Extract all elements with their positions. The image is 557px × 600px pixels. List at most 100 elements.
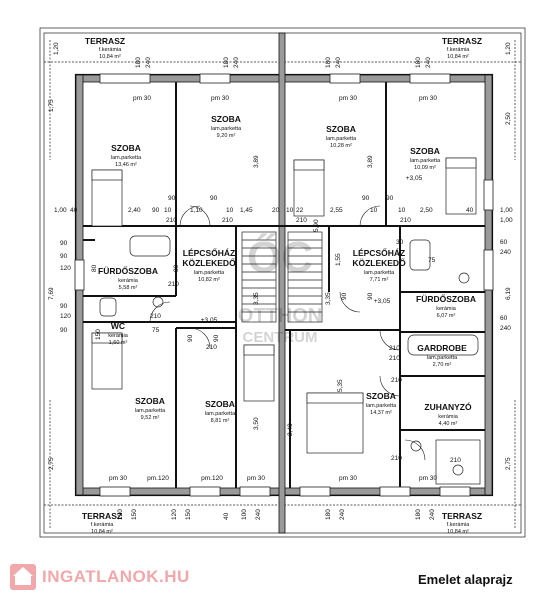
doors <box>149 205 426 461</box>
dim-label: 180 <box>135 57 142 68</box>
level-marker: +3,05 <box>201 317 218 324</box>
room-name-2: KÖZLEKEDŐ <box>352 257 406 268</box>
level-marker: +3,05 <box>374 298 391 305</box>
room-floor: lam.parketta <box>326 136 357 142</box>
terrace-floor: f.kerámia <box>447 47 471 53</box>
dim-label: 2,40 <box>287 423 294 436</box>
room-floor: kerámia <box>118 278 139 284</box>
dim-label: pm 30 <box>247 475 265 482</box>
dim-label: 40 <box>223 512 230 520</box>
dim-label: 1,75 <box>48 99 55 112</box>
dim-label: 210 <box>168 281 179 288</box>
dim-label: 1,10 <box>190 207 203 214</box>
dim-label: 40 <box>70 207 78 214</box>
dim-label: 90 <box>60 253 68 260</box>
room-area: 1,60 m² <box>109 340 128 346</box>
dim-label: 10 <box>370 207 378 214</box>
dim-label: 30 <box>396 239 404 246</box>
dim-label: 210 <box>450 457 461 464</box>
dim-label: 7,69 <box>48 287 55 300</box>
terrace-floor: f.kerámia <box>447 522 471 528</box>
dim-label: 1,20 <box>505 42 512 55</box>
watermark-line2: CENTRUM <box>243 329 318 346</box>
terrace-labels: TERRASZ f.kerámia 10,84 m² TERRASZ f.ker… <box>82 36 482 535</box>
dim-label: 210 <box>389 355 400 362</box>
windows <box>74 73 494 497</box>
dim-label: 240 <box>429 509 436 520</box>
otthon-centrum-watermark: ŐC OTTHON CENTRUM <box>238 232 322 346</box>
dim-label: 90 <box>213 334 220 342</box>
dim-label: 210 <box>400 217 411 224</box>
room-area: 14,37 m² <box>370 410 392 416</box>
dim-label: pm.120 <box>201 475 223 482</box>
dim-label: 240 <box>335 57 342 68</box>
dim-label: 90 <box>362 195 370 202</box>
room-name: LÉPCSŐHÁZ <box>183 247 235 258</box>
dim-label: 90 <box>60 240 68 247</box>
dim-label: 90 <box>152 207 160 214</box>
room-area: 10,82 m² <box>198 277 220 283</box>
dim-label: 240 <box>425 57 432 68</box>
room-name: SZOBA <box>410 146 440 156</box>
level-markers: +3,05 +3,05 +3,05 <box>201 175 423 324</box>
room-area: 2,70 m² <box>433 362 452 368</box>
dim-label: 240 <box>500 249 511 256</box>
dim-label: 40 <box>466 207 474 214</box>
dim-label: 90 <box>210 195 218 202</box>
room-name: SZOBA <box>366 391 396 401</box>
dim-label: 2,50 <box>420 207 433 214</box>
room-floor: lam.parketta <box>194 270 225 276</box>
room-area: 9,52 m² <box>141 415 160 421</box>
dim-label: 3,35 <box>253 292 260 305</box>
dimensions-mid: 1,00 40 2,40 90 10 1,10 10 1,45 20 10 22… <box>54 207 513 214</box>
dim-label: 120 <box>60 265 71 272</box>
dim-label: pm 30 <box>109 475 127 482</box>
dim-label: 210 <box>391 455 402 462</box>
dim-label: 210 <box>150 313 161 320</box>
dim-label: 210 <box>391 377 402 384</box>
dim-label: 3,50 <box>253 417 260 430</box>
dim-label: pm 30 <box>339 95 357 102</box>
dim-label: 3,89 <box>367 155 374 168</box>
dim-label: pm 30 <box>211 95 229 102</box>
dim-label: 240 <box>233 57 240 68</box>
dim-label: 3,35 <box>325 292 332 305</box>
room-area: 6,07 m² <box>437 313 456 319</box>
room-floor: lam.parketta <box>211 126 242 132</box>
dim-label: 6,19 <box>505 287 512 300</box>
dim-label: 22 <box>296 207 304 214</box>
terrace-name: TERRASZ <box>442 36 482 46</box>
dim-label: 80 <box>173 264 180 272</box>
site-logo-text: INGATLANOK.HU <box>42 567 190 586</box>
room-name: WC <box>111 321 125 331</box>
dim-label: 210 <box>166 217 177 224</box>
room-name: GARDROBE <box>417 343 467 353</box>
room-name: SZOBA <box>135 396 165 406</box>
dim-label: 90 <box>60 303 68 310</box>
watermark-logo: ŐC <box>247 232 313 282</box>
dim-label: 240 <box>255 509 262 520</box>
dim-label: 90 <box>386 195 394 202</box>
dim-label: 10 <box>398 207 406 214</box>
room-name: FÜRDŐSZOBA <box>416 293 476 304</box>
terrace-railings <box>44 40 521 528</box>
dim-label: pm 30 <box>339 475 357 482</box>
dim-label: 210 <box>222 217 233 224</box>
room-floor: lam.parketta <box>410 158 441 164</box>
dim-label: 10 <box>226 207 234 214</box>
bathroom-fixtures <box>99 235 481 485</box>
dim-label: 210 <box>296 217 307 224</box>
room-labels: SZOBA lam.parketta 13,46 m² SZOBA lam.pa… <box>98 114 476 427</box>
dim-label: 1,45 <box>240 207 253 214</box>
room-floor: lam.parketta <box>205 411 236 417</box>
dim-label: 90 <box>341 292 348 300</box>
dim-label: pm.120 <box>147 475 169 482</box>
dim-label: 2,75 <box>48 457 55 470</box>
dim-label: pm 30 <box>133 95 151 102</box>
terrace-name: TERRASZ <box>442 511 482 521</box>
room-name: LÉPCSŐHÁZ <box>353 247 405 258</box>
room-area: 7,71 m² <box>370 277 389 283</box>
dim-label: 100 <box>241 509 248 520</box>
dim-label: 5,90 <box>313 219 320 232</box>
